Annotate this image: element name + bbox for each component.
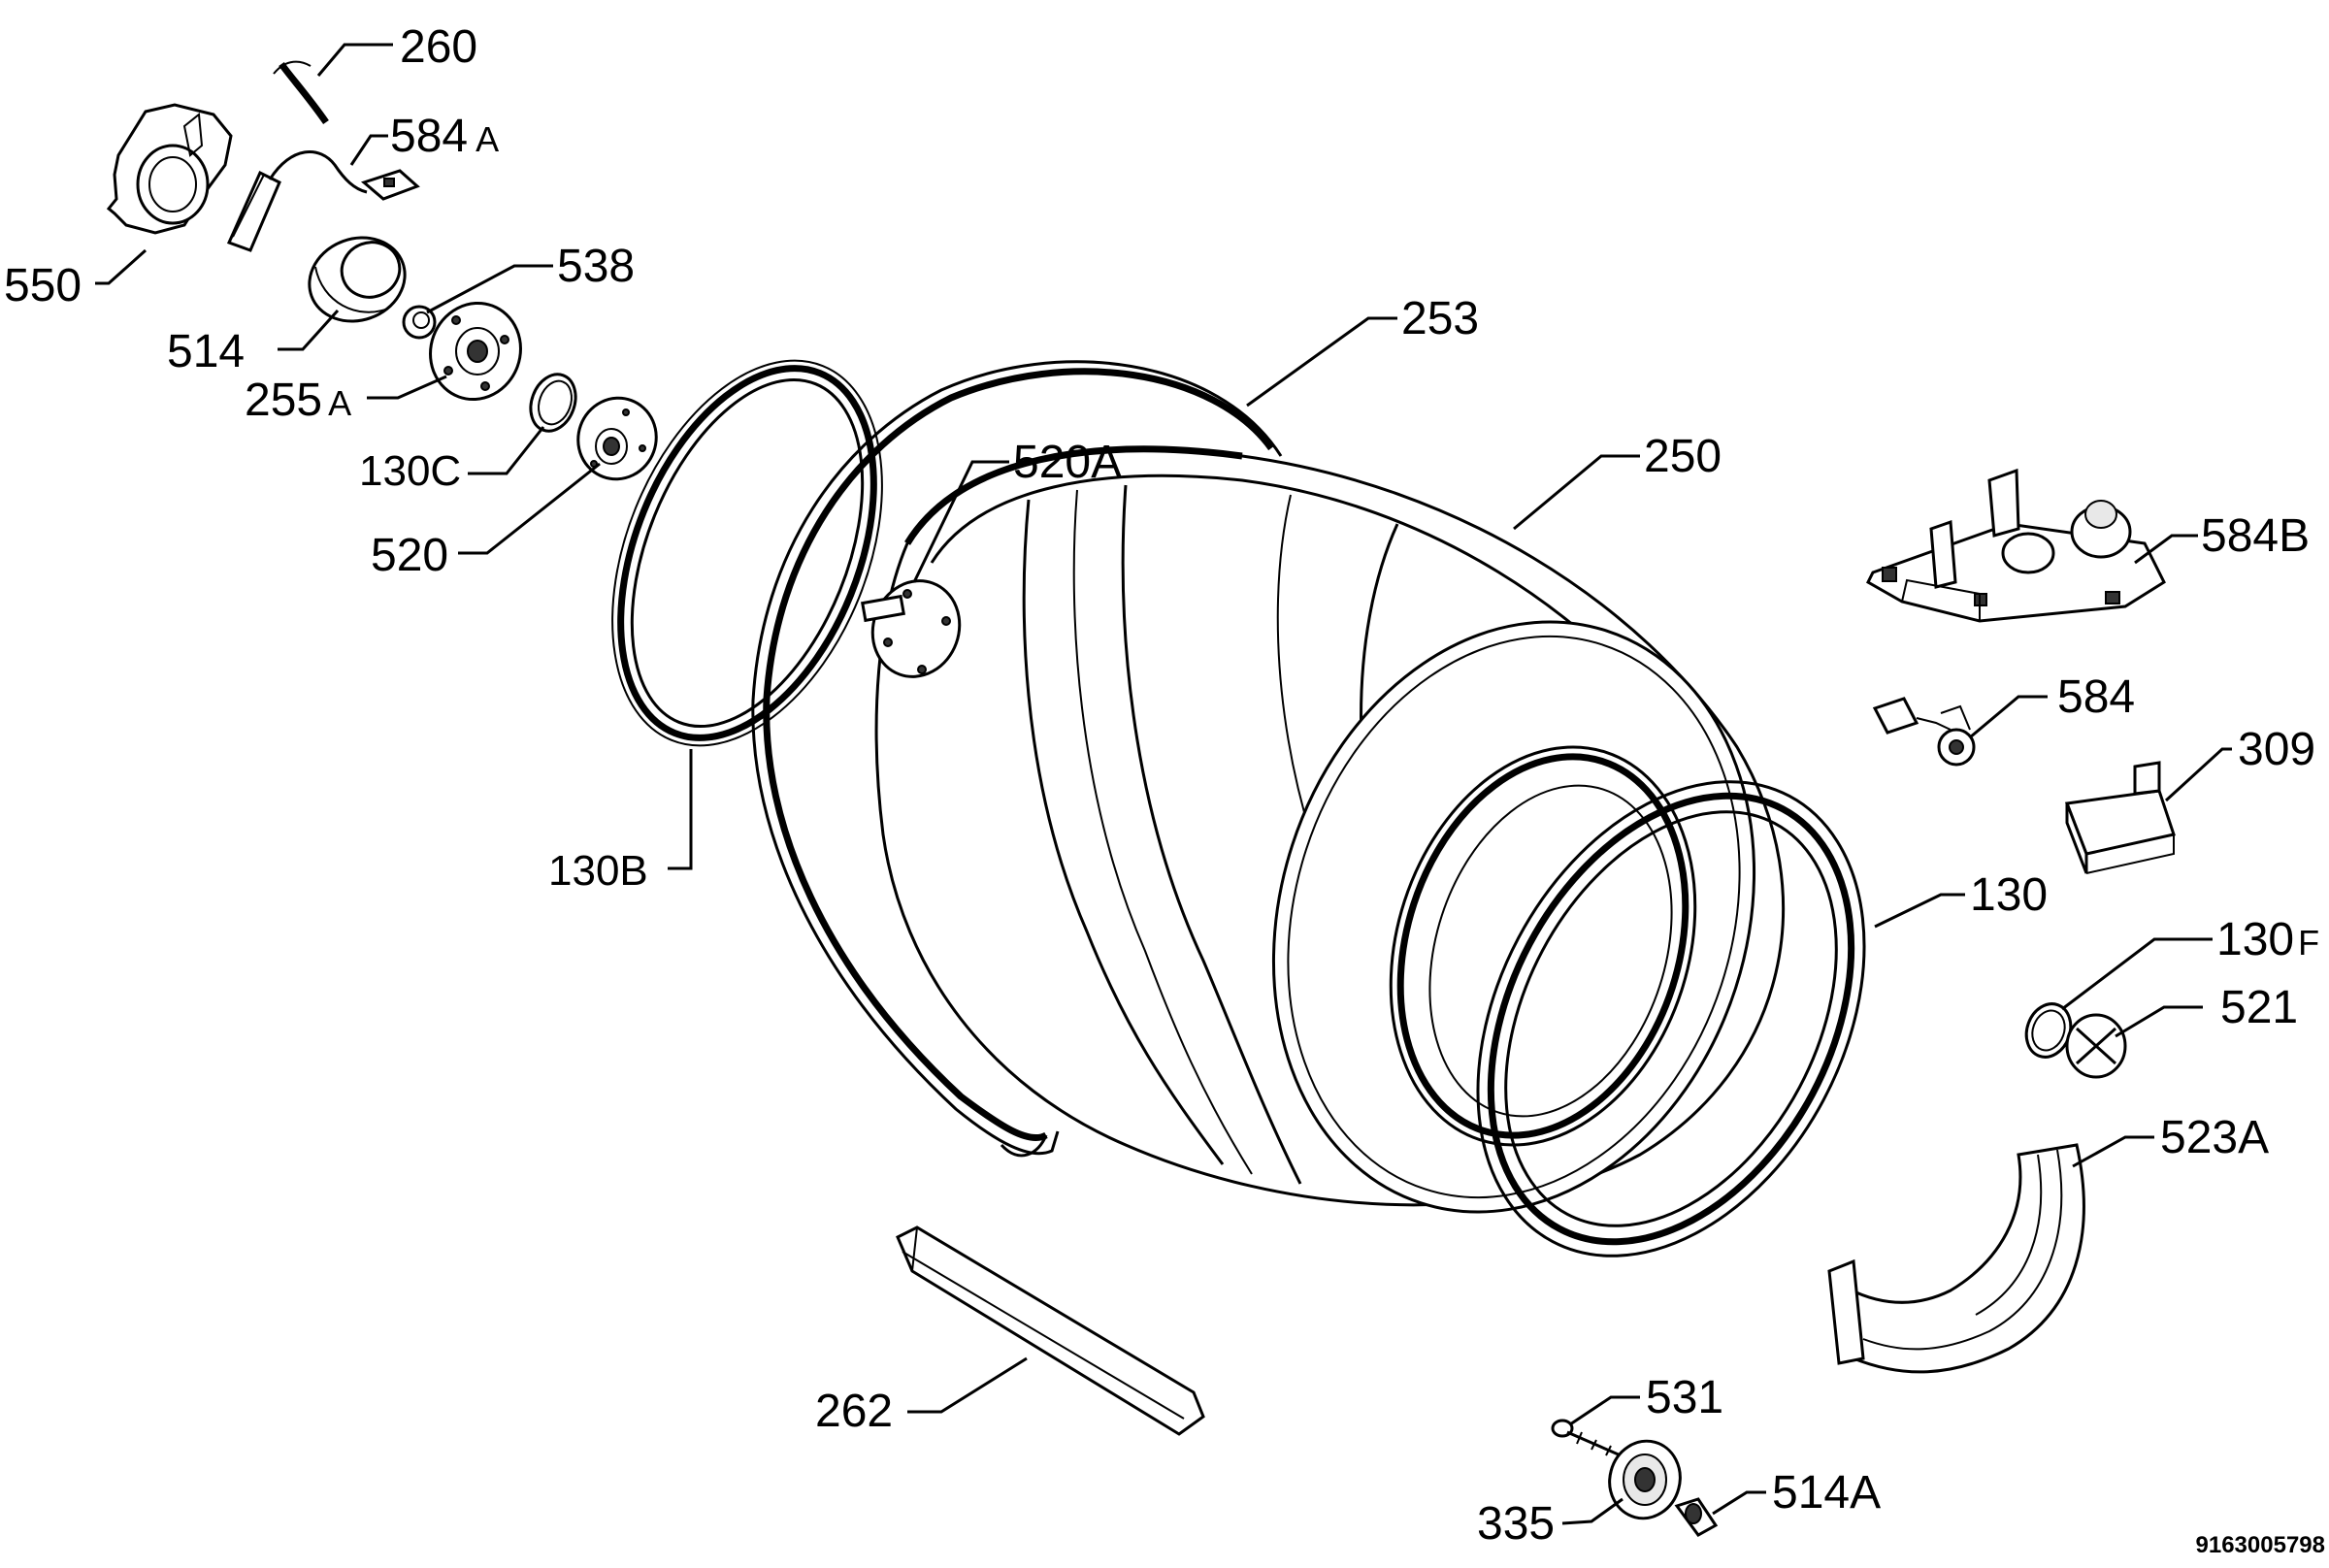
- label-531: 531: [1646, 1372, 1723, 1423]
- leader-521: [2115, 1005, 2203, 1038]
- part-130-front-seal: [1476, 780, 1866, 1258]
- part-335-wheel: [1608, 1439, 1682, 1520]
- leader-538: [426, 264, 553, 314]
- leader-130c: [468, 426, 545, 475]
- part-130b-felt-ring: [611, 359, 883, 747]
- leader-523a: [2072, 1135, 2154, 1168]
- leader-550: [95, 248, 148, 285]
- part-514a-bushing: [1674, 1497, 1719, 1537]
- label-514a: 514A: [1772, 1467, 1881, 1519]
- part-550-bracket: [106, 103, 233, 235]
- part-255a-bearing-housing: [429, 301, 522, 402]
- leader-531: [1569, 1395, 1640, 1426]
- document-number: 9163005798: [2196, 1532, 2325, 1558]
- part-521-cap: [2065, 1013, 2127, 1079]
- part-260-wire-clip: [273, 60, 329, 124]
- part-531-screw: [1551, 1419, 1622, 1457]
- part-584-thermostat: [1872, 697, 1976, 767]
- leader-262: [907, 1356, 1028, 1414]
- part-253-drive-belt: [751, 360, 1283, 1158]
- part-309-clip: [2064, 761, 2176, 874]
- leader-584a: [349, 134, 388, 166]
- leader-260: [316, 43, 393, 77]
- label-550: 550: [4, 260, 82, 311]
- part-584b-switch-assembly: [1866, 468, 2166, 623]
- part-584a-sensor: [226, 150, 420, 252]
- label-538: 538: [557, 241, 635, 292]
- leader-335: [1561, 1497, 1624, 1525]
- label-250: 250: [1644, 431, 1722, 482]
- leader-520a: [912, 460, 1009, 583]
- part-538-ring: [402, 305, 437, 340]
- part-520-flange: [576, 396, 658, 481]
- leader-130f: [2061, 937, 2213, 1011]
- leader-584: [1969, 695, 2048, 739]
- label-584b: 584B: [2201, 510, 2310, 562]
- leader-514: [278, 309, 340, 351]
- label-520a: 520A: [1013, 437, 1122, 488]
- leader-255a: [367, 375, 447, 400]
- label-514: 514: [167, 326, 245, 377]
- label-260: 260: [400, 21, 477, 73]
- part-262-slat: [896, 1225, 1205, 1436]
- label-521: 521: [2220, 982, 2298, 1033]
- leader-520: [458, 462, 601, 555]
- label-520: 520: [371, 530, 448, 581]
- part-514-felt-ring: [308, 236, 407, 323]
- leader-584b: [2134, 534, 2198, 565]
- label-253: 253: [1401, 293, 1479, 344]
- label-130: 130: [1970, 869, 2048, 921]
- leader-130b: [668, 749, 693, 870]
- part-523a-guide-strip: [1827, 1143, 2085, 1374]
- leader-130: [1874, 893, 1965, 929]
- label-335: 335: [1477, 1498, 1555, 1550]
- leader-253: [1246, 316, 1397, 408]
- label-523a: 523A: [2160, 1112, 2269, 1163]
- part-250-drum: [874, 445, 1785, 1214]
- leader-514a: [1712, 1490, 1766, 1516]
- label-584: 584: [2057, 671, 2135, 723]
- leader-250: [1513, 454, 1640, 531]
- label-130b: 130B: [548, 847, 648, 895]
- leader-309: [2164, 747, 2232, 802]
- leader-lines: [95, 43, 2232, 1525]
- label-262: 262: [815, 1386, 893, 1437]
- part-130c-ring: [529, 373, 577, 433]
- part-520a-shaft-flange: [861, 579, 962, 678]
- label-130c: 130C: [359, 447, 461, 495]
- label-309: 309: [2238, 724, 2315, 775]
